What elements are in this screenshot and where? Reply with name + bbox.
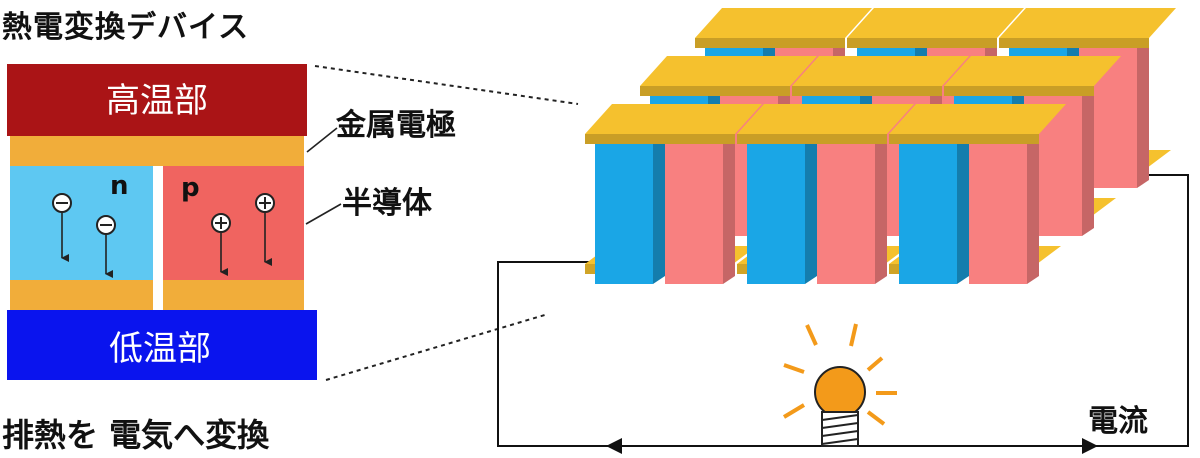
n-type-pillar — [595, 134, 653, 284]
top-electrode-cap-edge — [695, 38, 845, 48]
leader-semiconductor — [305, 203, 342, 225]
n-type-pillar-side — [805, 126, 817, 284]
diagram-caption: 排熱を 電気へ変換 — [2, 416, 270, 454]
p-type-leg — [163, 166, 304, 280]
top-electrode-cap-edge — [585, 134, 735, 144]
n-type-label: n — [110, 171, 129, 201]
electron-carrier — [52, 193, 72, 262]
zoom-line-bottom — [325, 313, 549, 381]
label-current: 電流 — [1088, 404, 1148, 439]
thermoelectric-module — [585, 8, 1176, 284]
p-type-pillar — [817, 134, 875, 284]
current-arrow — [606, 438, 622, 454]
top-electrode-cap-edge — [792, 86, 942, 96]
top-electrode — [10, 136, 304, 166]
cross-section: 高温部 n p 低温部 — [7, 64, 317, 380]
top-electrode-cap-edge — [999, 38, 1149, 48]
p-type-pillar-side — [723, 126, 735, 284]
hot-side-block — [7, 64, 307, 136]
top-electrode-cap — [737, 104, 914, 134]
cold-side-label: 低温部 — [109, 329, 211, 369]
n-type-pillar — [899, 134, 957, 284]
top-electrode-cap — [889, 104, 1066, 134]
top-electrode-cap-edge — [944, 86, 1094, 96]
top-electrode-cap — [847, 8, 1024, 38]
top-electrode-cap — [792, 56, 969, 86]
zoom-line-top — [314, 65, 579, 105]
light-bulb-icon — [782, 323, 897, 447]
hot-side-label: 高温部 — [106, 81, 208, 121]
p-type-pillar-side — [1082, 78, 1094, 236]
top-electrode-cap-edge — [640, 86, 790, 96]
cold-side-block — [7, 310, 317, 380]
p-type-pillar-side — [1137, 30, 1149, 188]
n-type-leg — [10, 166, 153, 280]
n-type-pillar-side — [957, 126, 969, 284]
p-type-pillar — [665, 134, 723, 284]
top-electrode-cap — [944, 56, 1121, 86]
label-metal-electrode: 金属電極 — [336, 108, 456, 143]
top-electrode-cap — [695, 8, 872, 38]
electron-carrier — [96, 215, 116, 278]
hole-carrier — [255, 193, 275, 266]
diagram-title: 熱電変換デバイス — [2, 10, 250, 45]
top-electrode-cap — [640, 56, 817, 86]
bottom-electrode-p — [163, 280, 304, 310]
p-type-pillar-side — [875, 126, 887, 284]
label-semiconductor: 半導体 — [342, 186, 432, 221]
n-type-pillar-side — [653, 126, 665, 284]
n-type-pillar — [747, 134, 805, 284]
current-arrow — [1082, 438, 1098, 454]
p-type-pillar-side — [1027, 126, 1039, 284]
bottom-electrode-n — [10, 280, 153, 310]
p-type-pillar — [969, 134, 1027, 284]
hole-carrier — [211, 213, 231, 276]
top-electrode-cap — [585, 104, 762, 134]
top-electrode-cap — [999, 8, 1176, 38]
p-type-label: p — [181, 173, 200, 203]
top-electrode-cap-edge — [889, 134, 1039, 144]
top-electrode-cap-edge — [847, 38, 997, 48]
top-electrode-cap-edge — [737, 134, 887, 144]
leader-electrode — [306, 127, 338, 153]
